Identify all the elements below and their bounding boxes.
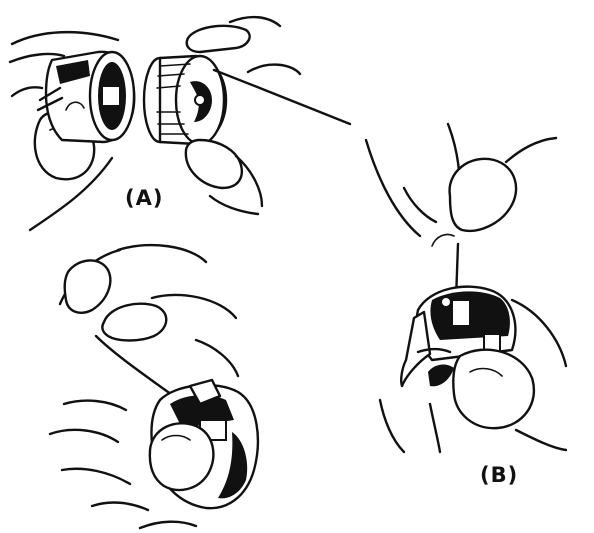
bobbin-drawing [144, 56, 350, 144]
panel-c-illustration [50, 245, 258, 528]
panel-b-label: (B) [480, 463, 518, 487]
panel-a-label: (A) [125, 186, 163, 210]
panel-b-illustration [366, 124, 566, 452]
upper-hand-drawing [366, 124, 556, 300]
bobbin-case-drawing [38, 52, 134, 142]
panel-a-illustration [10, 17, 350, 230]
